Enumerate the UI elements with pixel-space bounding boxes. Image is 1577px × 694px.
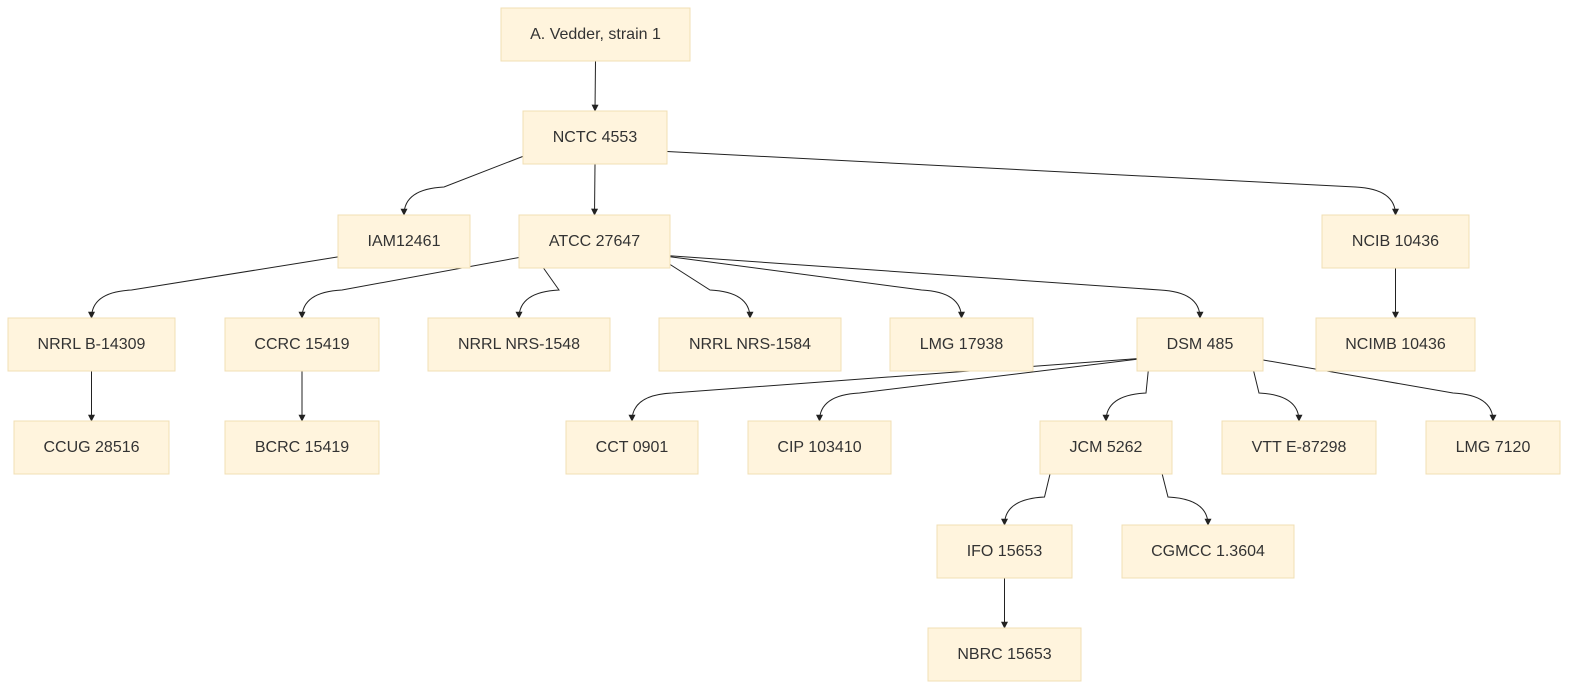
node-ccrc15419: CCRC 15419 (224, 317, 380, 372)
node-label: LMG 17938 (920, 336, 1004, 353)
node-box (1221, 420, 1377, 475)
node-label: CGMCC 1.3604 (1151, 543, 1265, 560)
edge-dsm485-to-vtte87298 (1249, 357, 1303, 422)
node-nrrlnrs1548: NRRL NRS-1548 (427, 317, 611, 372)
node-label: ATCC 27647 (549, 233, 640, 250)
node-box (658, 317, 842, 372)
node-label: LMG 7120 (1456, 439, 1531, 456)
edge-nctc4553-to-atcc27647 (591, 163, 599, 216)
node-label: JCM 5262 (1070, 439, 1143, 456)
edge-dsm485-to-jcm5262 (1102, 357, 1151, 422)
edge-jcm5262-to-ifo15653 (1001, 460, 1054, 526)
edge-nctc4553-to-ncib10436 (652, 150, 1399, 216)
node-nctc4553: NCTC 4553 (522, 110, 668, 165)
node-box (427, 317, 611, 372)
node-label: NRRL NRS-1548 (458, 336, 580, 353)
node-box (224, 420, 380, 475)
node-box (936, 524, 1073, 579)
node-cip103410: CIP 103410 (747, 420, 892, 475)
node-label: IFO 15653 (967, 543, 1043, 560)
edge-vedder-to-nctc4553 (591, 60, 599, 112)
node-box (889, 317, 1034, 372)
node-label: CCUG 28516 (43, 439, 139, 456)
node-label: VTT E-87298 (1252, 439, 1347, 456)
node-label: BCRC 15419 (255, 439, 349, 456)
edge-dsm485-to-cct0901 (628, 357, 1150, 422)
node-cgmcc13604: CGMCC 1.3604 (1121, 524, 1295, 579)
node-lmg7120: LMG 7120 (1425, 420, 1561, 475)
edges-layer (88, 60, 1497, 629)
node-box (1315, 317, 1476, 372)
node-box (224, 317, 380, 372)
node-label: A. Vedder, strain 1 (530, 26, 661, 43)
node-label: CCT 0901 (596, 439, 669, 456)
node-box (522, 110, 668, 165)
node-ncib10436: NCIB 10436 (1321, 214, 1470, 269)
node-nrrlnrs1584: NRRL NRS-1584 (658, 317, 842, 372)
node-lmg17938: LMG 17938 (889, 317, 1034, 372)
node-box (337, 214, 471, 269)
node-nrrlb14309: NRRL B-14309 (7, 317, 176, 372)
node-box (565, 420, 699, 475)
edge-atcc27647-to-nrrlnrs1548 (515, 254, 560, 319)
node-ifo15653: IFO 15653 (936, 524, 1073, 579)
node-iam12461: IAM12461 (337, 214, 471, 269)
edge-atcc27647-to-ccrc15419 (298, 254, 535, 319)
node-label: NCIB 10436 (1352, 233, 1439, 250)
node-box (1321, 214, 1470, 269)
node-box (500, 7, 691, 62)
node-box (13, 420, 170, 475)
node-dsm485: DSM 485 (1136, 317, 1264, 372)
node-label: NRRL B-14309 (38, 336, 146, 353)
node-label: CIP 103410 (777, 439, 861, 456)
node-box (1136, 317, 1264, 372)
edge-jcm5262-to-cgmcc13604 (1158, 460, 1212, 526)
edge-dsm485-to-lmg7120 (1250, 357, 1497, 422)
node-label: NBRC 15653 (957, 646, 1051, 663)
node-label: NCTC 4553 (553, 129, 638, 146)
node-box (518, 214, 671, 269)
node-box (1121, 524, 1295, 579)
node-cct0901: CCT 0901 (565, 420, 699, 475)
node-label: DSM 485 (1167, 336, 1234, 353)
edge-atcc27647-to-lmg17938 (654, 254, 965, 319)
node-jcm5262: JCM 5262 (1039, 420, 1173, 475)
edge-iam12461-to-nrrlb14309 (88, 254, 352, 319)
node-box (7, 317, 176, 372)
node-ncimb10436: NCIMB 10436 (1315, 317, 1476, 372)
edge-nctc4553-to-iam12461 (400, 150, 538, 216)
node-label: CCRC 15419 (254, 336, 349, 353)
node-atcc27647: ATCC 27647 (518, 214, 671, 269)
node-vtte87298: VTT E-87298 (1221, 420, 1377, 475)
edge-atcc27647-to-dsm485 (654, 254, 1204, 319)
node-label: NRRL NRS-1584 (689, 336, 811, 353)
node-nbrc15653: NBRC 15653 (927, 627, 1082, 682)
edge-dsm485-to-cip103410 (816, 357, 1150, 422)
node-vedder: A. Vedder, strain 1 (500, 7, 691, 62)
node-label: IAM12461 (368, 233, 441, 250)
edge-atcc27647-to-nrrlnrs1584 (654, 254, 754, 319)
node-box (927, 627, 1082, 682)
node-label: NCIMB 10436 (1345, 336, 1446, 353)
node-ccug28516: CCUG 28516 (13, 420, 170, 475)
node-box (747, 420, 892, 475)
node-bcrc15419: BCRC 15419 (224, 420, 380, 475)
node-box (1425, 420, 1561, 475)
node-box (1039, 420, 1173, 475)
